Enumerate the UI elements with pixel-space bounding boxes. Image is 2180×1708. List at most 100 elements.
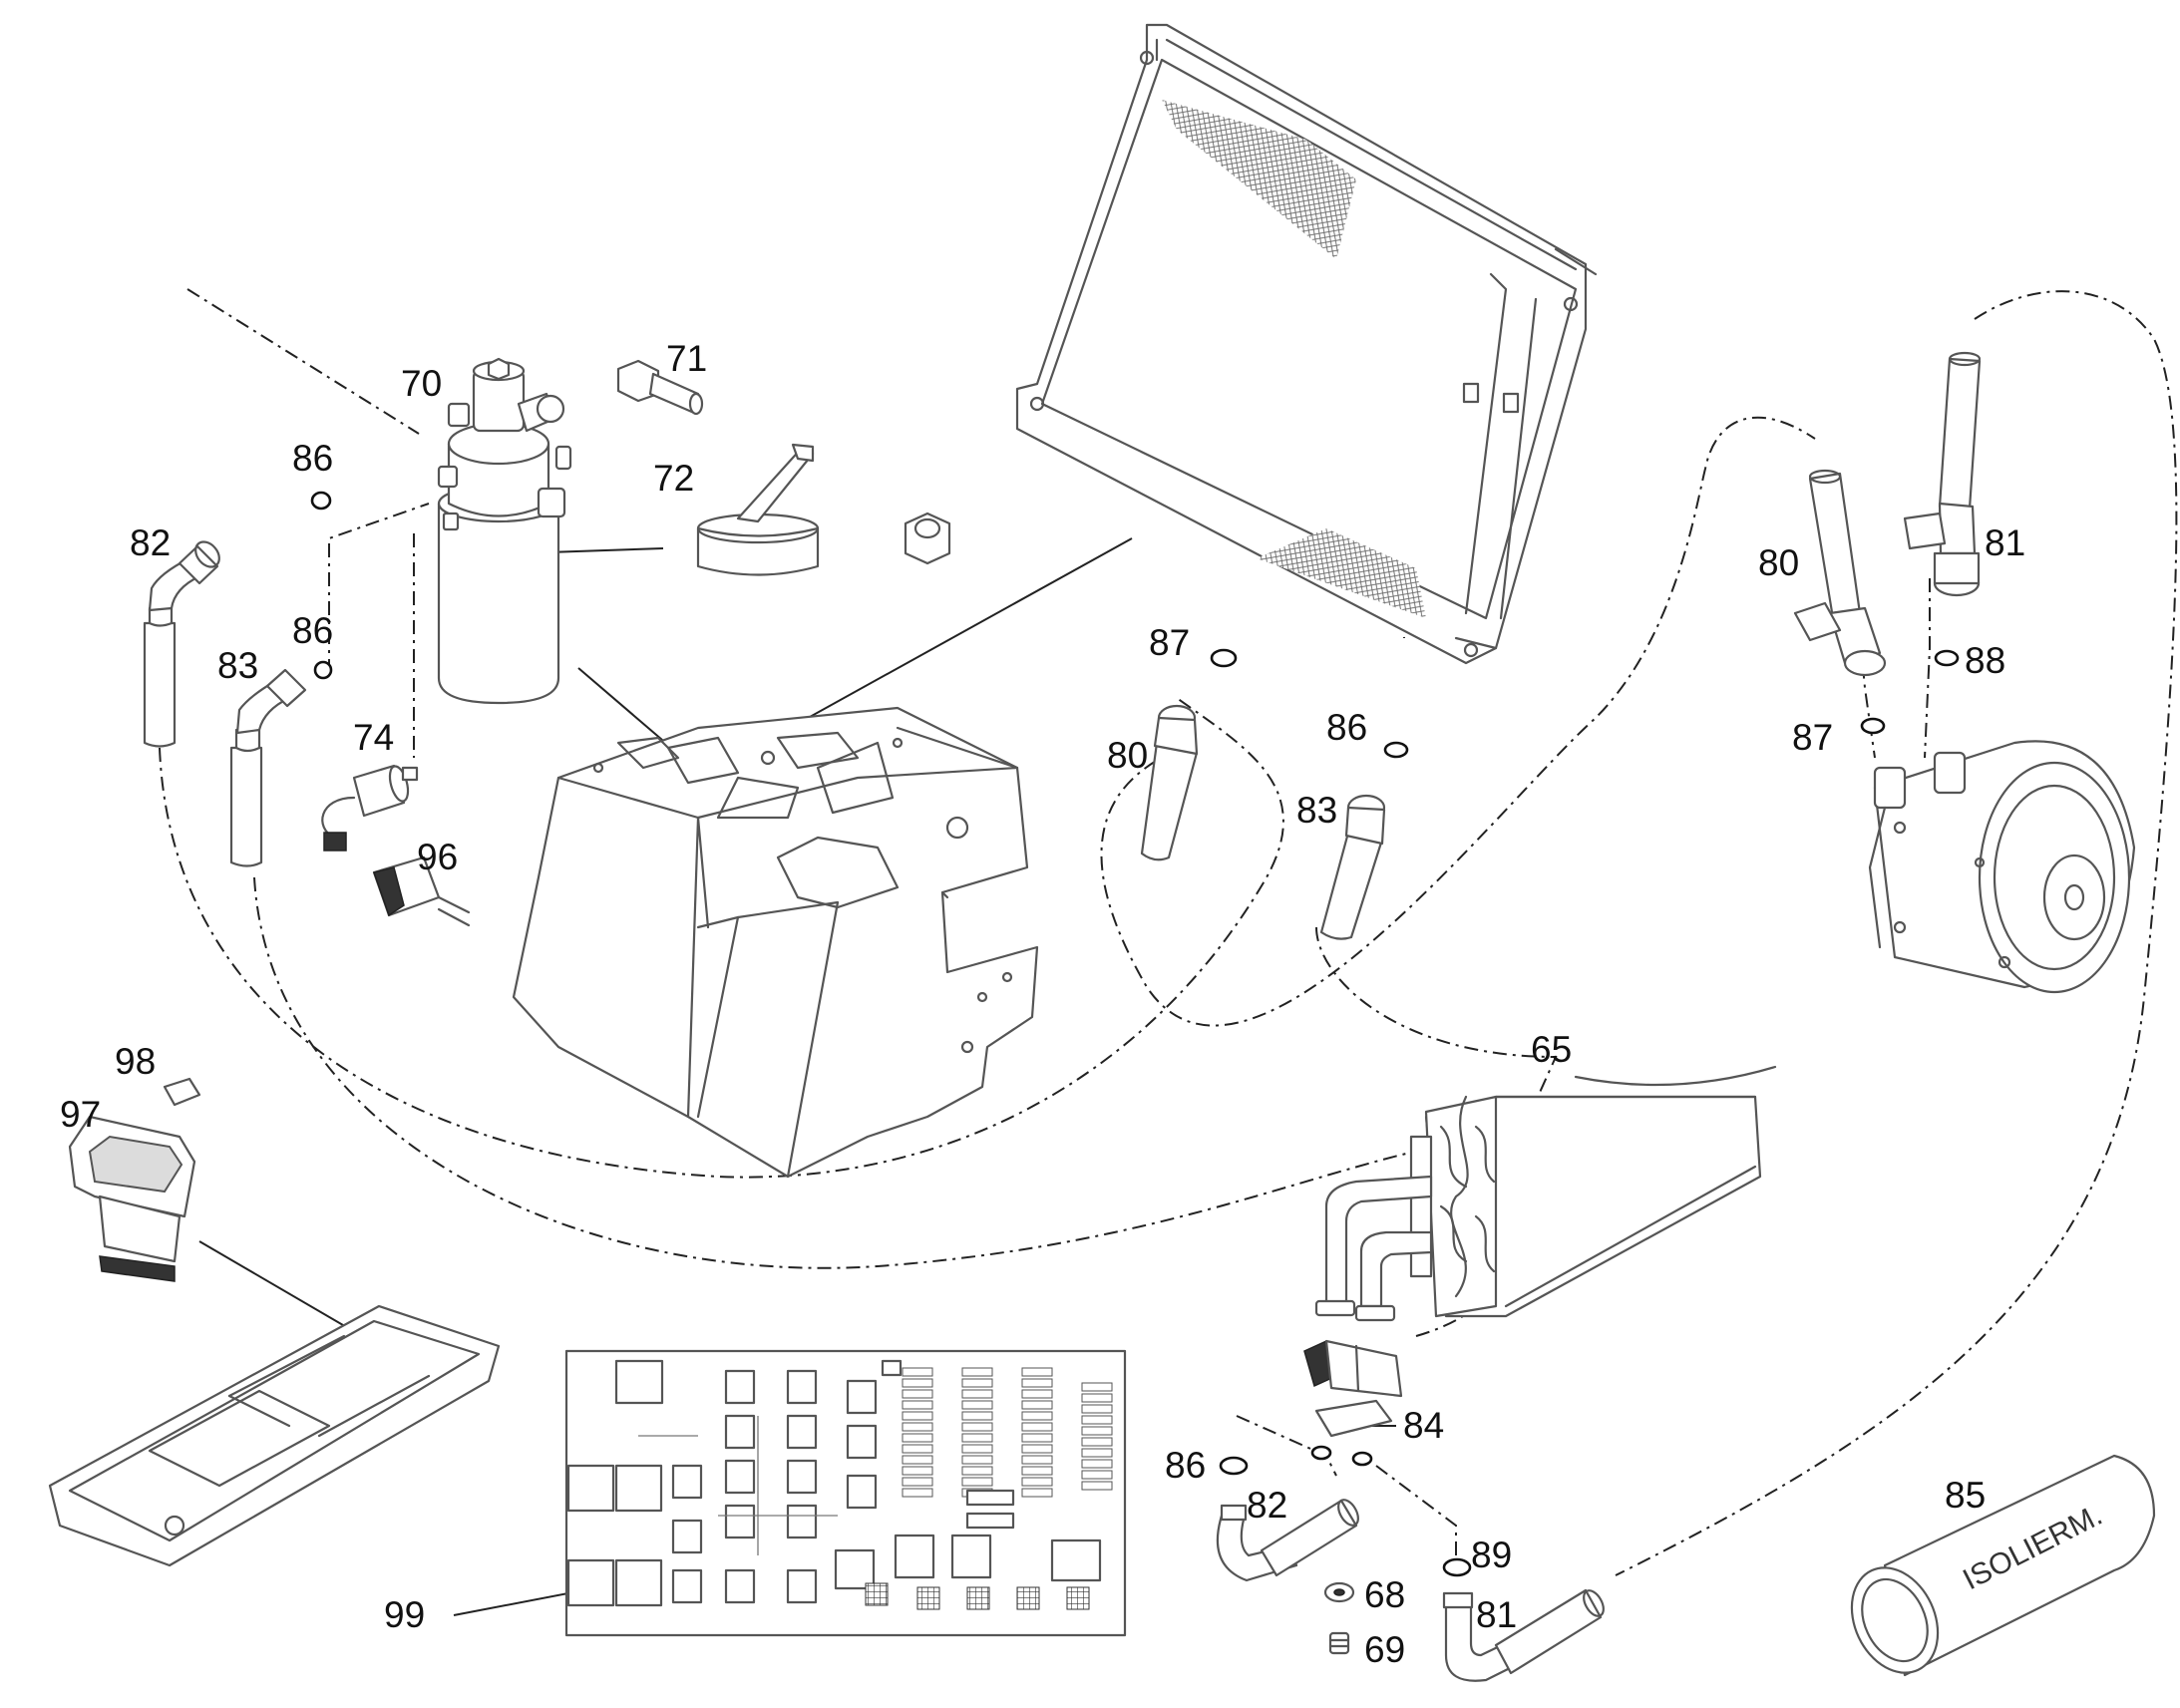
callout-71: 71 — [666, 338, 707, 379]
callout-88: 88 — [1965, 640, 2005, 681]
fuse-slot — [1081, 1393, 1113, 1403]
fuse-slot — [1021, 1444, 1053, 1454]
hose-82-lower — [1216, 1499, 1359, 1582]
fuse-slot — [902, 1411, 933, 1421]
callout-85: 85 — [1945, 1475, 1986, 1516]
compressor — [1868, 740, 2136, 994]
callout-87-middle: 87 — [1149, 622, 1190, 663]
hose-80-middle — [1140, 704, 1199, 861]
fuse-slot — [1021, 1411, 1053, 1421]
fuse-slot — [961, 1411, 993, 1421]
callout-82-lower: 82 — [1247, 1485, 1287, 1526]
callout-87-compressor: 87 — [1792, 717, 1833, 758]
fuse-slot — [1021, 1466, 1053, 1476]
callout-86-upper: 86 — [292, 438, 333, 479]
fuse-slot — [1021, 1378, 1053, 1388]
insulation-tube: ISOLIERM. — [1850, 1454, 2156, 1677]
callout-98: 98 — [115, 1041, 156, 1082]
fuse-slot — [902, 1488, 933, 1498]
fuse-slot — [902, 1422, 933, 1432]
fuse-slot — [961, 1367, 993, 1377]
nut — [904, 512, 951, 565]
hose-82-upper-left — [143, 540, 220, 748]
washer — [1323, 1581, 1355, 1603]
fuse-slot — [1081, 1470, 1113, 1480]
fuse-slot — [902, 1433, 933, 1443]
rocker-switch — [68, 1115, 196, 1282]
fuse-slot — [902, 1477, 933, 1487]
receiver-drier — [437, 357, 572, 705]
callout-89: 89 — [1471, 1535, 1512, 1575]
fuse-slot — [1081, 1382, 1113, 1392]
callout-96: 96 — [417, 837, 458, 877]
callout-86-middle-left: 86 — [292, 610, 333, 651]
fuse-slot — [902, 1389, 933, 1399]
switch-panel — [48, 1304, 501, 1567]
fuse-slot — [1081, 1415, 1113, 1425]
screw — [1328, 1631, 1350, 1655]
callout-81-compressor: 81 — [1985, 522, 2025, 563]
fuse-slot — [1081, 1481, 1113, 1491]
hose-83-upper-left — [229, 668, 307, 867]
callout-80-compressor: 80 — [1758, 542, 1799, 583]
callout-99: 99 — [384, 1594, 425, 1635]
fuse-slot — [961, 1433, 993, 1443]
fuse-slot — [1021, 1488, 1053, 1498]
callout-83-upper-left: 83 — [217, 645, 258, 686]
fuse-slot — [1021, 1455, 1053, 1465]
relay-circuit-board — [564, 1349, 1127, 1637]
callout-82-upper-left: 82 — [130, 522, 171, 563]
fuse-slot — [961, 1378, 993, 1388]
fuse-slot — [1081, 1426, 1113, 1436]
fuse-slot — [961, 1455, 993, 1465]
fuse-slot — [1021, 1422, 1053, 1432]
pressure-switch — [321, 764, 419, 852]
fuse-slot — [961, 1444, 993, 1454]
condenser — [1015, 23, 1598, 665]
fuse-slot — [1021, 1367, 1053, 1377]
hose-81-lower — [1442, 1588, 1605, 1682]
fuse-slot — [1021, 1400, 1053, 1410]
callout-81-lower: 81 — [1476, 1594, 1517, 1635]
hose-80-compressor — [1793, 469, 1887, 677]
fuse-slot — [961, 1389, 993, 1399]
o-ring-seals — [310, 491, 1960, 1577]
bolt — [616, 359, 704, 416]
hose-81-compressor — [1903, 351, 1982, 597]
evaporator — [1314, 1065, 1777, 1322]
fuse-slot — [961, 1477, 993, 1487]
callout-74: 74 — [353, 717, 394, 758]
strap-clamp — [696, 443, 820, 576]
fuse-slot — [902, 1455, 933, 1465]
callout-83-middle: 83 — [1296, 790, 1337, 831]
callout-65: 65 — [1531, 1029, 1572, 1070]
callout-86-condenser: 86 — [1326, 707, 1367, 748]
fuse-slot — [1021, 1477, 1053, 1487]
fuse-slot — [961, 1466, 993, 1476]
callout-97: 97 — [60, 1094, 101, 1135]
fuse-slot — [961, 1422, 993, 1432]
fuse-slot — [961, 1400, 993, 1410]
fuse-columns — [902, 1367, 1113, 1498]
callout-72: 72 — [653, 458, 694, 499]
fuse-slot — [1081, 1459, 1113, 1469]
fuse-slot — [902, 1466, 933, 1476]
callout-69: 69 — [1364, 1629, 1405, 1670]
electrical-connector — [372, 855, 471, 927]
fuse-slot — [1081, 1448, 1113, 1458]
callout-70: 70 — [401, 363, 442, 404]
fuse-slot — [902, 1378, 933, 1388]
callout-86-lower: 86 — [1165, 1445, 1206, 1486]
fuse-slot — [1081, 1404, 1113, 1414]
fuse-slot — [902, 1444, 933, 1454]
switch-lens — [163, 1077, 201, 1107]
expansion-valve — [1303, 1339, 1403, 1438]
callout-84: 84 — [1403, 1405, 1444, 1446]
hose-routes — [159, 288, 2178, 1576]
housing-bracket — [512, 706, 1039, 1179]
fuse-slot — [1021, 1389, 1053, 1399]
fuse-slot — [902, 1400, 933, 1410]
callout-68: 68 — [1364, 1574, 1405, 1615]
fuse-slot — [902, 1367, 933, 1377]
